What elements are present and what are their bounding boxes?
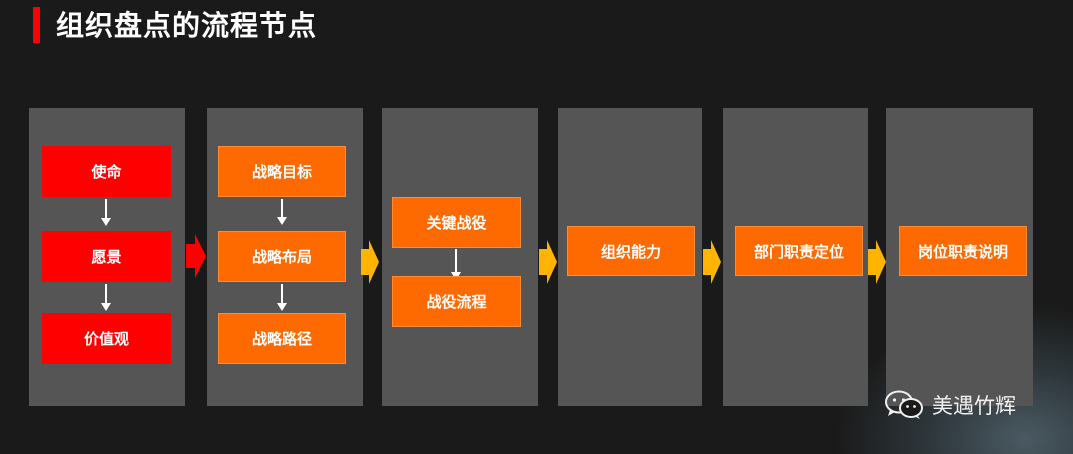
flow-arrow bbox=[703, 240, 721, 284]
down-arrow bbox=[277, 284, 287, 311]
watermark-text: 美遇竹辉 bbox=[932, 394, 1016, 418]
node-strategic-layout: 战略布局 bbox=[218, 231, 346, 282]
node-mission: 使命 bbox=[42, 146, 171, 197]
stage-panel-3: 关键战役 战役流程 bbox=[382, 108, 538, 406]
flow-arrow-red bbox=[186, 234, 206, 278]
flow-arrow bbox=[539, 240, 557, 284]
stage-panel-4: 组织能力 bbox=[558, 108, 702, 406]
wechat-icon bbox=[885, 390, 923, 419]
down-arrow bbox=[451, 249, 461, 280]
node-values: 价值观 bbox=[42, 313, 171, 364]
title-accent-bar bbox=[33, 7, 40, 43]
node-key-campaign: 关键战役 bbox=[392, 197, 521, 248]
stage-panel-5: 部门职责定位 bbox=[723, 108, 868, 406]
stage-panel-2: 战略目标 战略布局 战略路径 bbox=[207, 108, 363, 406]
node-strategic-goal: 战略目标 bbox=[218, 146, 346, 197]
watermark: 美遇竹辉 bbox=[884, 390, 1016, 420]
page-title: 组织盘点的流程节点 bbox=[56, 9, 318, 42]
node-vision: 愿景 bbox=[42, 231, 171, 282]
down-arrow bbox=[277, 199, 287, 225]
node-campaign-process: 战役流程 bbox=[392, 276, 521, 327]
stage-panel-6: 岗位职责说明 bbox=[886, 108, 1033, 406]
stage-panel-1: 使命 愿景 价值观 bbox=[29, 108, 185, 406]
node-org-capability: 组织能力 bbox=[567, 226, 695, 276]
down-arrow bbox=[101, 284, 111, 311]
flow-arrow bbox=[868, 240, 886, 284]
flow-arrow bbox=[361, 240, 379, 284]
node-strategic-path: 战略路径 bbox=[218, 313, 346, 364]
down-arrow bbox=[101, 199, 111, 226]
node-dept-positioning: 部门职责定位 bbox=[735, 226, 863, 276]
node-job-description: 岗位职责说明 bbox=[899, 226, 1027, 276]
